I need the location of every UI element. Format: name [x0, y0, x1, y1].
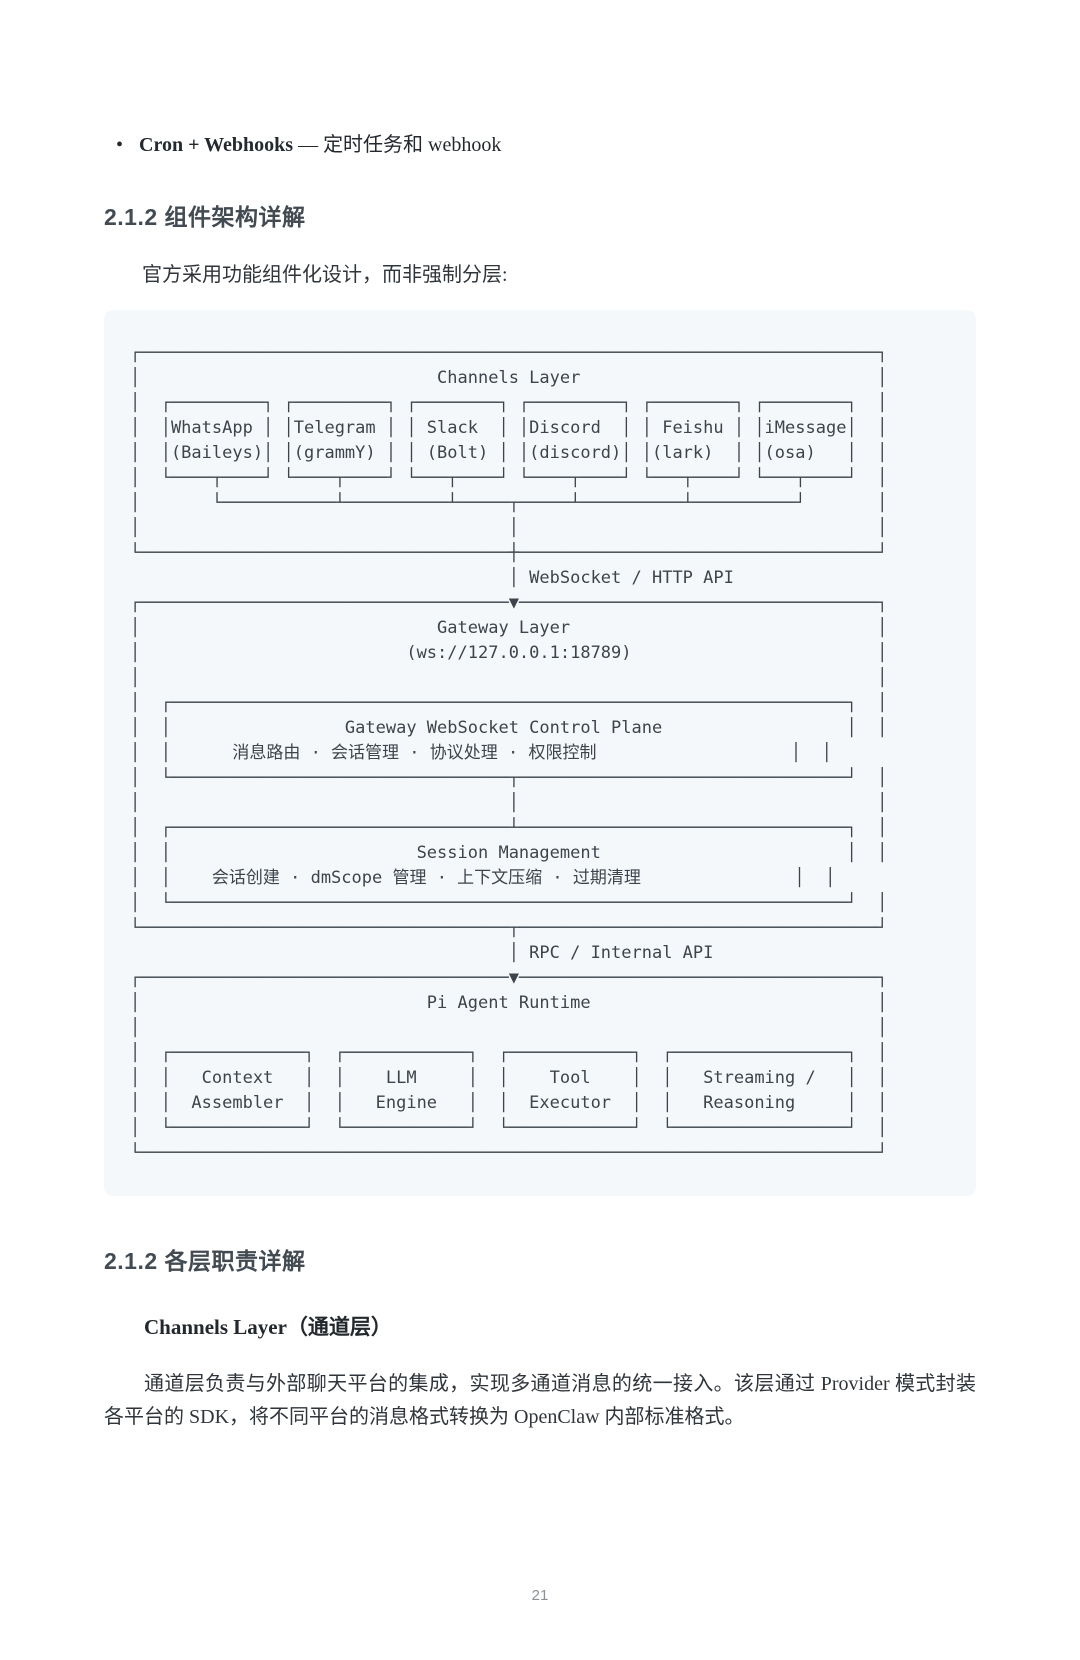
subsection-heading-channels-layer: Channels Layer（通道层）	[144, 1315, 392, 1339]
section-heading-architecture: 2.1.2 组件架构详解	[104, 204, 306, 230]
intro-paragraph: 官方采用功能组件化设计，而非强制分层:	[142, 264, 508, 286]
bullet-icon: •	[116, 134, 124, 156]
channels-layer-paragraph: 通道层负责与外部聊天平台的集成，实现多通道消息的统一接入。该层通过 Provid…	[104, 1373, 976, 1428]
section-heading-responsibilities: 2.1.2 各层职责详解	[104, 1248, 306, 1274]
bullet-text: Cron + Webhooks — 定时任务和 webhook	[139, 132, 501, 158]
bullet-description: — 定时任务和 webhook	[293, 134, 502, 156]
code-block: ┌───────────────────────────────────────…	[104, 310, 976, 1196]
list-item: • Cron + Webhooks — 定时任务和 webhook	[104, 132, 976, 158]
bullet-term: Cron + Webhooks	[139, 134, 294, 156]
ascii-architecture-diagram: ┌───────────────────────────────────────…	[130, 343, 888, 1163]
page-number: 21	[531, 1587, 549, 1604]
document-page: • Cron + Webhooks — 定时任务和 webhook 2.1.2 …	[0, 132, 1080, 1604]
